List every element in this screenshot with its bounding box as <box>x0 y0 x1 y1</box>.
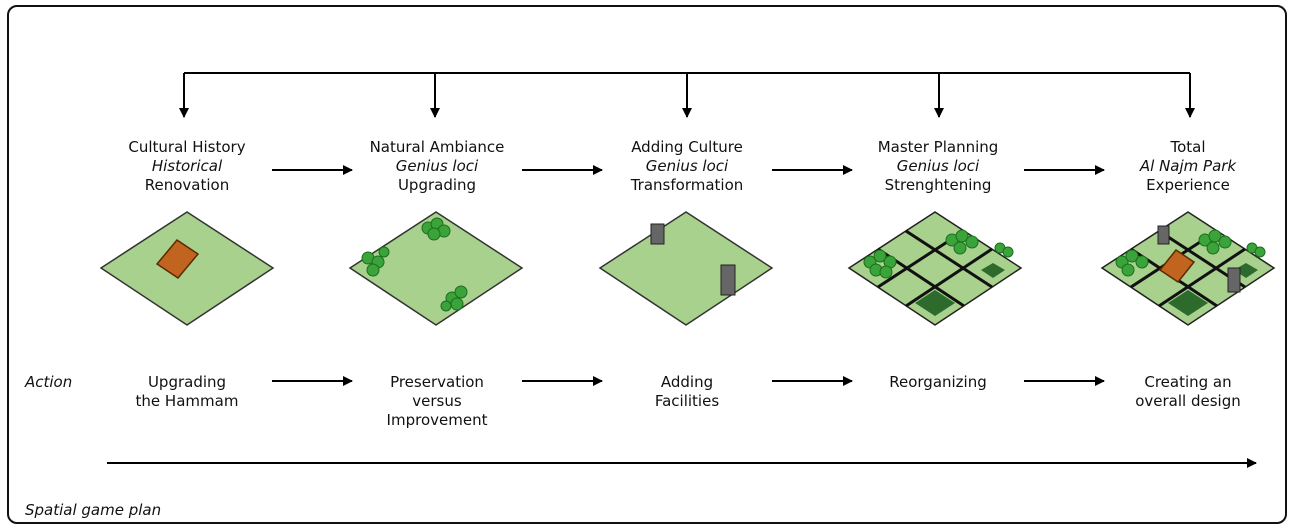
stage-5-line2: Al Najm Park <box>1139 157 1237 175</box>
building-icon <box>650 223 665 245</box>
dark-green-block <box>915 290 955 316</box>
building-icon <box>1227 267 1241 293</box>
stage-2-line1: Natural Ambiance <box>369 138 505 156</box>
stage-title-1: Cultural History Historical Renovation <box>87 138 287 195</box>
stage-title-2: Natural Ambiance Genius loci Upgrading <box>337 138 537 195</box>
stage-5-line3: Experience <box>1146 176 1230 194</box>
tree-cluster-icon <box>361 217 468 312</box>
stage-title-3: Adding Culture Genius loci Transformatio… <box>587 138 787 195</box>
plot-adding-culture <box>598 211 774 326</box>
diagram-caption: Spatial game plan <box>25 501 162 519</box>
action-5: Creating an overall design <box>1135 373 1241 410</box>
stage-1-line1: Cultural History <box>128 138 246 156</box>
dark-green-block <box>1234 263 1258 278</box>
action-3: Adding Facilities <box>654 373 720 410</box>
stage-title-4: Master Planning Genius loci Strenghtenin… <box>838 138 1038 195</box>
stage-3-line3: Transformation <box>630 176 744 194</box>
stage-4-line2: Genius loci <box>896 157 980 175</box>
stage-2-line2: Genius loci <box>395 157 479 175</box>
plot-cultural-history <box>99 211 275 326</box>
top-connector <box>179 72 1195 118</box>
plot-natural-ambiance <box>348 211 524 326</box>
dark-green-block <box>981 263 1005 278</box>
stage-4-line1: Master Planning <box>877 138 999 156</box>
hammam-icon <box>155 239 200 279</box>
action-2: Preservation versus Improvement <box>386 373 488 429</box>
plot-master-planning <box>847 211 1023 326</box>
stage-title-5: Total Al Najm Park Experience <box>1088 138 1288 195</box>
building-icon <box>1157 225 1170 245</box>
stage-3-line1: Adding Culture <box>631 138 743 156</box>
tree-cluster-icon <box>863 229 1014 279</box>
stage-3-line2: Genius loci <box>645 157 729 175</box>
action-4: Reorganizing <box>889 373 987 391</box>
action-label: Action <box>25 373 73 391</box>
stage-4-line3: Strenghtening <box>884 176 992 194</box>
plot-total <box>1100 211 1276 326</box>
diagram-frame <box>7 5 1287 524</box>
stage-1-line3: Renovation <box>144 176 230 194</box>
dark-green-block <box>1168 290 1208 316</box>
stage-1-line2: Historical <box>151 157 223 175</box>
stage-2-line3: Upgrading <box>397 176 477 194</box>
hammam-icon <box>1158 248 1196 284</box>
building-icon <box>720 264 736 296</box>
tree-cluster-icon <box>1115 229 1266 277</box>
stage-5-line1: Total <box>1170 138 1206 156</box>
action-1: Upgrading the Hammam <box>135 373 239 410</box>
